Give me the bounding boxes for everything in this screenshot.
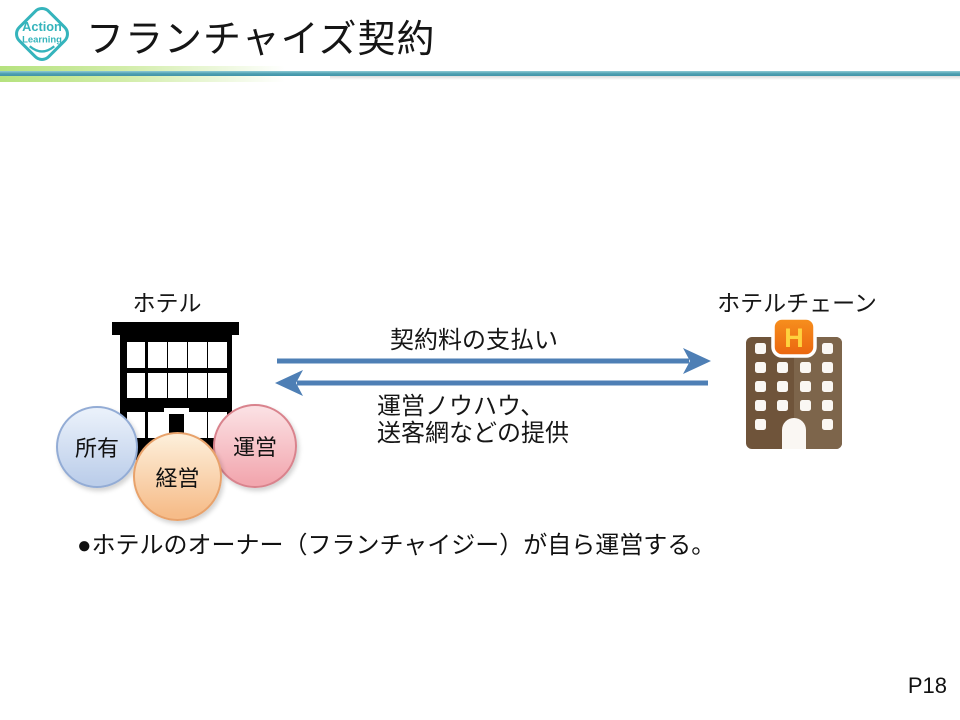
hotel-chain-label: ホテルチェーン [717, 290, 877, 316]
logo-smile-curve [28, 45, 56, 53]
exchange-arrows [275, 348, 711, 396]
action-learning-logo: Action Learning [15, 7, 69, 61]
bullet-text: ●ホテルのオーナー（フランチャイジー）が自ら運営する。 [77, 532, 716, 559]
role-circle-operation: 運営 [213, 404, 297, 488]
logo-text-line2: Learning [22, 35, 62, 46]
payment-arrow-label: 契約料の支払い [390, 327, 558, 354]
title-divider-shadow [330, 76, 960, 80]
role-circle-ownership: 所有 [56, 406, 138, 488]
role-label-management: 経営 [155, 465, 200, 491]
provision-arrow-label-line1: 運営ノウハウ、 [377, 393, 545, 420]
role-circle-management: 経営 [133, 432, 222, 521]
title-divider-line [0, 71, 960, 76]
provision-arrow-label-line2: 送客網などの提供 [377, 420, 569, 447]
arrow-left-icon [275, 370, 708, 396]
chain-door [782, 418, 806, 449]
role-label-operation: 運営 [232, 435, 277, 460]
chain-windows [755, 343, 833, 430]
chain-sign-letter: H [784, 323, 804, 353]
logo-text-line1: Action [22, 19, 62, 34]
hotel-label: ホテル [132, 290, 202, 316]
role-label-ownership: 所有 [74, 436, 119, 461]
page-number: P18 [907, 673, 947, 698]
arrow-right-icon [277, 348, 711, 374]
hotel-building-icon [112, 322, 239, 460]
chain-sign [771, 316, 817, 358]
logo-diamond-shape [15, 7, 69, 61]
provision-arrow-label: 運営ノウハウ、 送客網などの提供 [377, 393, 569, 447]
hotel-chain-building-icon: H [746, 316, 842, 449]
page-title: フランチャイズ契約 [86, 19, 436, 61]
